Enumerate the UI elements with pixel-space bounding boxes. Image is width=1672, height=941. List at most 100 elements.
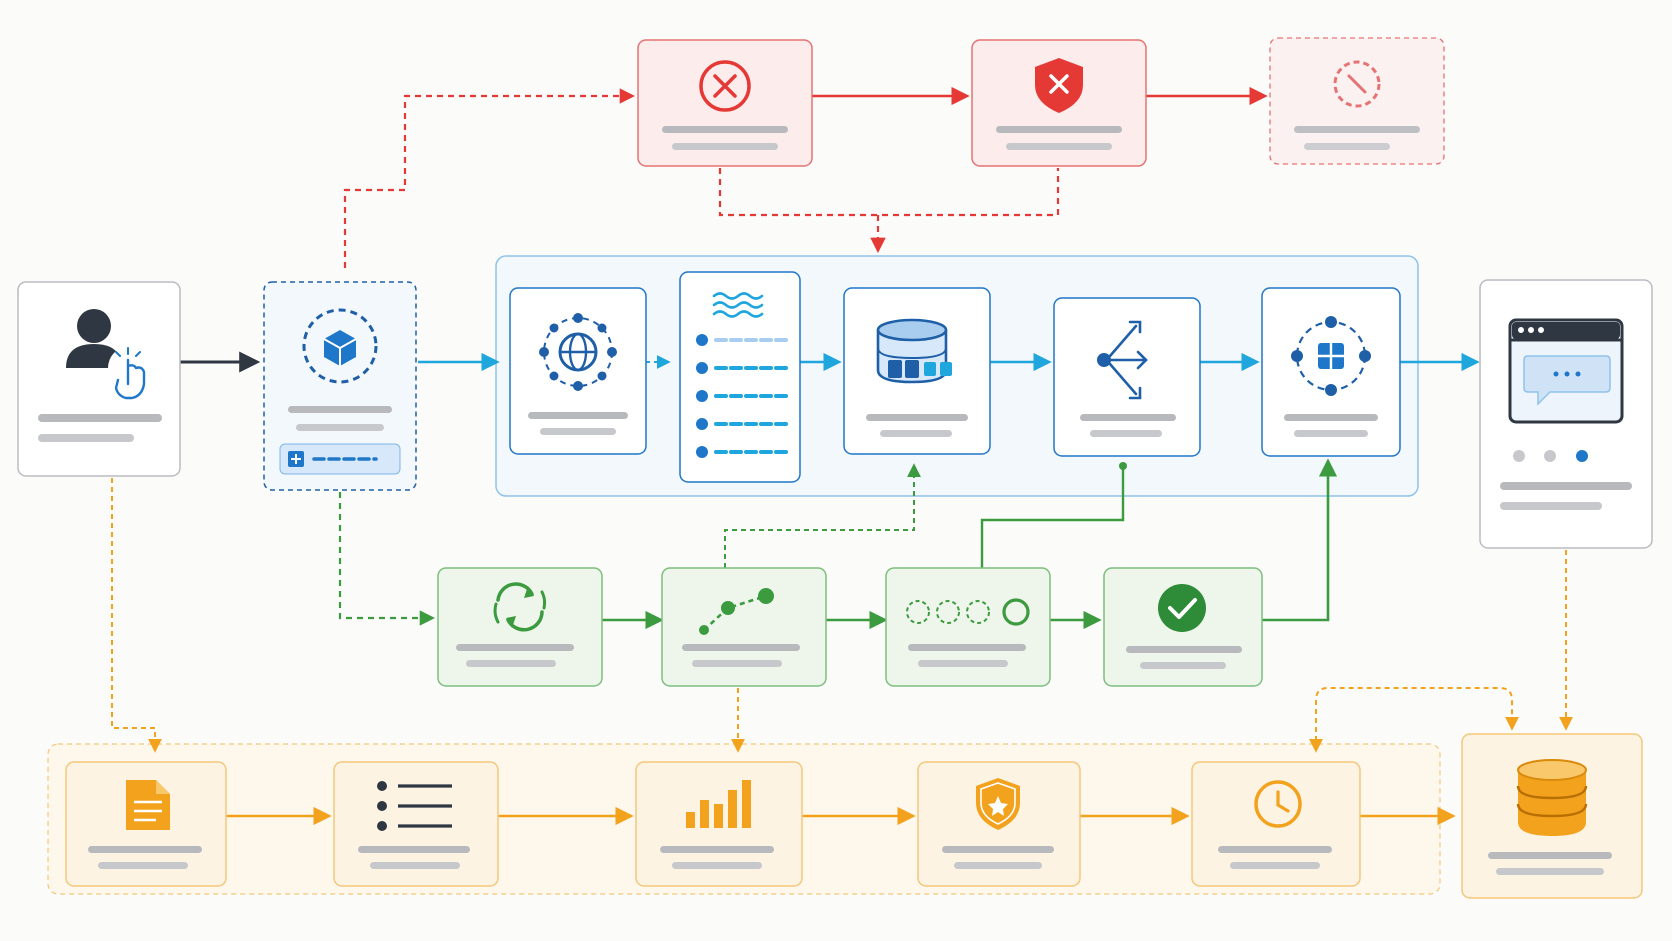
stream-list-icon bbox=[712, 292, 764, 318]
node-network[interactable] bbox=[509, 287, 647, 455]
node-caption-placeholder bbox=[88, 846, 202, 853]
node-subcaption-placeholder bbox=[672, 862, 762, 869]
clock-icon bbox=[1254, 780, 1302, 828]
database-icon bbox=[1516, 759, 1588, 836]
connector-ingest-to-sync bbox=[338, 492, 436, 626]
stream-rows bbox=[696, 334, 788, 458]
node-audit[interactable] bbox=[917, 761, 1081, 887]
node-caption-placeholder bbox=[996, 126, 1122, 133]
node-output[interactable] bbox=[1479, 279, 1653, 549]
connector-error-return bbox=[718, 168, 1060, 217]
node-caption-placeholder bbox=[866, 414, 968, 421]
node-caption-placeholder bbox=[1080, 414, 1176, 421]
error-x-icon bbox=[699, 60, 751, 112]
node-caption-placeholder bbox=[1126, 646, 1242, 653]
blocked-icon bbox=[1333, 60, 1381, 108]
carousel-dot bbox=[1513, 450, 1525, 462]
connector-steps-to-router bbox=[980, 466, 1125, 568]
connector-trend-to-storage bbox=[724, 463, 921, 568]
node-list[interactable] bbox=[333, 761, 499, 887]
document-icon bbox=[126, 780, 170, 830]
node-subcaption-placeholder bbox=[540, 428, 616, 435]
output-carousel-dots[interactable] bbox=[1513, 450, 1588, 462]
step-circles-icon bbox=[906, 598, 1030, 626]
list-icon bbox=[377, 781, 452, 831]
node-storage[interactable] bbox=[843, 287, 991, 455]
connector-schedule-archive-loop bbox=[1309, 687, 1519, 753]
node-schedule[interactable] bbox=[1191, 761, 1361, 887]
node-error[interactable] bbox=[637, 39, 813, 167]
carousel-dot-active bbox=[1576, 450, 1588, 462]
node-blocked[interactable] bbox=[1269, 37, 1445, 165]
node-subcaption-placeholder bbox=[370, 862, 460, 869]
node-caption-placeholder bbox=[288, 406, 392, 413]
node-subcaption-placeholder bbox=[954, 862, 1042, 869]
browser-chat-icon bbox=[1508, 318, 1624, 424]
node-trend[interactable] bbox=[661, 567, 827, 687]
node-subcaption-placeholder bbox=[1496, 868, 1604, 875]
shield-x-icon bbox=[1035, 58, 1083, 113]
branch-arrows-icon bbox=[1097, 320, 1148, 400]
node-caption-placeholder bbox=[1488, 852, 1612, 859]
carousel-dot bbox=[1544, 450, 1556, 462]
node-caption-placeholder bbox=[528, 412, 628, 419]
node-subcaption-placeholder bbox=[466, 660, 556, 667]
node-sync[interactable] bbox=[437, 567, 603, 687]
node-security-block[interactable] bbox=[971, 39, 1147, 167]
shield-star-icon bbox=[976, 778, 1020, 830]
node-caption-placeholder bbox=[1500, 482, 1632, 490]
check-circle-icon bbox=[1158, 584, 1206, 632]
node-caption-placeholder bbox=[1284, 414, 1378, 421]
connectors bbox=[111, 86, 1573, 826]
cube-icon bbox=[302, 308, 378, 384]
node-caption-placeholder bbox=[682, 644, 800, 651]
node-subcaption-placeholder bbox=[1304, 143, 1390, 150]
node-caption-placeholder bbox=[38, 414, 162, 422]
node-archive[interactable] bbox=[1461, 733, 1643, 899]
node-subcaption-placeholder bbox=[1140, 662, 1226, 669]
node-caption-placeholder bbox=[908, 644, 1026, 651]
user-click-icon bbox=[66, 309, 152, 400]
connector-approved-to-aggregate bbox=[1262, 458, 1338, 622]
ingest-config-chip[interactable] bbox=[279, 443, 401, 475]
node-caption-placeholder bbox=[1218, 846, 1332, 853]
node-subcaption-placeholder bbox=[1006, 143, 1112, 150]
node-metrics[interactable] bbox=[635, 761, 803, 887]
node-caption-placeholder bbox=[1294, 126, 1420, 133]
connector-ingest-to-error bbox=[343, 88, 636, 268]
node-subcaption-placeholder bbox=[692, 660, 782, 667]
node-approved[interactable] bbox=[1103, 567, 1263, 687]
node-subcaption-placeholder bbox=[880, 430, 952, 437]
node-caption-placeholder bbox=[662, 126, 788, 133]
database-blocks-icon bbox=[876, 318, 952, 384]
node-subcaption-placeholder bbox=[672, 143, 778, 150]
node-subcaption-placeholder bbox=[1230, 862, 1320, 869]
node-ingest[interactable] bbox=[263, 281, 417, 491]
node-subcaption-placeholder bbox=[918, 660, 1008, 667]
connector-user-to-document bbox=[111, 478, 162, 753]
trend-line-icon bbox=[699, 588, 774, 635]
node-subcaption-placeholder bbox=[1500, 502, 1602, 510]
node-aggregate[interactable] bbox=[1261, 287, 1401, 457]
node-user[interactable] bbox=[17, 281, 181, 477]
node-subcaption-placeholder bbox=[38, 434, 134, 442]
globe-network-icon bbox=[539, 313, 617, 391]
node-caption-placeholder bbox=[942, 846, 1054, 853]
node-stream[interactable] bbox=[679, 271, 801, 483]
refresh-icon bbox=[493, 582, 547, 632]
node-caption-placeholder bbox=[660, 846, 774, 853]
node-subcaption-placeholder bbox=[296, 424, 384, 431]
node-caption-placeholder bbox=[358, 846, 470, 853]
connector-node-dot bbox=[1119, 462, 1127, 470]
node-steps[interactable] bbox=[885, 567, 1051, 687]
node-document[interactable] bbox=[65, 761, 227, 887]
node-caption-placeholder bbox=[456, 644, 574, 651]
node-subcaption-placeholder bbox=[1294, 430, 1368, 437]
node-router[interactable] bbox=[1053, 297, 1201, 457]
bar-chart-icon bbox=[686, 780, 751, 828]
grid-orbit-icon bbox=[1291, 316, 1371, 396]
node-subcaption-placeholder bbox=[98, 862, 188, 869]
node-subcaption-placeholder bbox=[1090, 430, 1162, 437]
